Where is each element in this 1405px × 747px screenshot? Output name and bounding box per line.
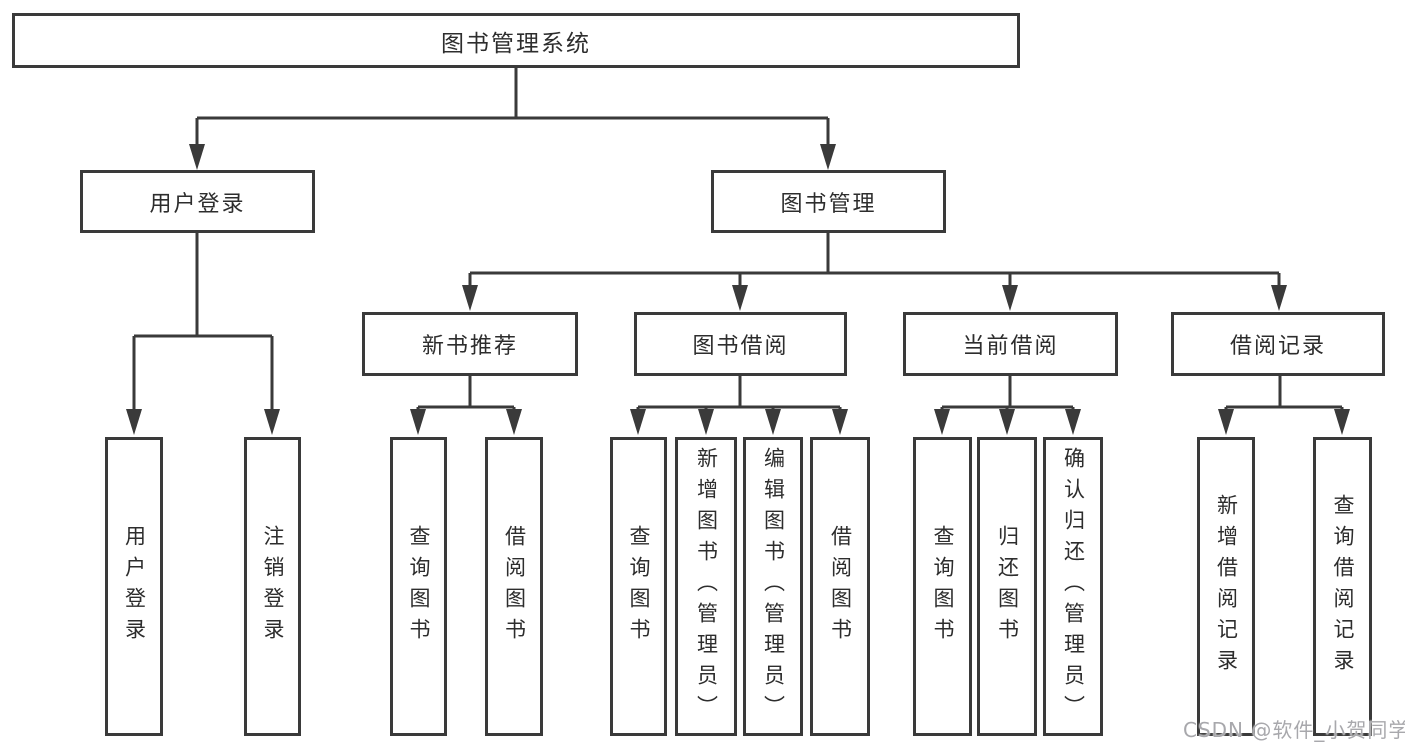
node-label: 查询借阅记录 (1331, 493, 1355, 680)
node-label: 用户登录 (149, 191, 246, 217)
node-label: 图书借阅 (692, 334, 789, 359)
leaf-confirm-return-admin: 确认归还（管理员） (1043, 437, 1103, 736)
node-library-management-system: 图书管理系统 (12, 13, 1020, 68)
node-label: 查询图书 (627, 524, 651, 649)
node-label: 新增图书（管理员） (694, 447, 719, 726)
node-label: 借阅图书 (828, 524, 853, 649)
node-book-management: 图书管理 (711, 170, 946, 233)
node-user-login-group: 用户登录 (80, 170, 315, 233)
leaf-add-book-admin: 新增图书（管理员） (675, 437, 737, 736)
node-label: 归还图书 (995, 524, 1020, 649)
node-label: 当前借阅 (962, 334, 1059, 359)
node-label: 注销登录 (261, 524, 285, 649)
leaf-edit-book-admin: 编辑图书（管理员） (743, 437, 803, 736)
node-label: 图书管理 (780, 191, 877, 217)
node-label: 借阅图书 (502, 524, 527, 649)
node-label: 新增借阅记录 (1214, 493, 1239, 680)
node-label: 确认归还（管理员） (1061, 447, 1086, 726)
leaf-borrow-books-recommend: 借阅图书 (485, 437, 543, 736)
node-label: 借阅记录 (1229, 334, 1326, 359)
leaf-borrow-books: 借阅图书 (810, 437, 870, 736)
node-borrow-records: 借阅记录 (1171, 312, 1385, 376)
leaf-query-books-recommend: 查询图书 (390, 437, 447, 736)
leaf-user-login: 用户登录 (105, 437, 163, 736)
node-label: 查询图书 (407, 524, 431, 649)
leaf-query-borrow-record: 查询借阅记录 (1313, 437, 1372, 736)
leaf-add-borrow-record: 新增借阅记录 (1197, 437, 1255, 736)
node-new-book-recommend: 新书推荐 (362, 312, 578, 376)
node-label: 编辑图书（管理员） (761, 447, 786, 726)
csdn-watermark: CSDN @软件_小贺同学 (1183, 718, 1405, 742)
leaf-query-books-current: 查询图书 (913, 437, 972, 736)
leaf-query-books-borrow: 查询图书 (610, 437, 667, 736)
node-label: 查询图书 (931, 524, 955, 649)
node-label: 图书管理系统 (441, 30, 591, 57)
node-label: 用户登录 (122, 524, 147, 649)
leaf-logout: 注销登录 (244, 437, 301, 736)
node-book-borrow: 图书借阅 (634, 312, 847, 376)
leaf-return-book: 归还图书 (977, 437, 1037, 736)
node-current-borrow: 当前借阅 (903, 312, 1118, 376)
node-label: 新书推荐 (421, 334, 518, 359)
